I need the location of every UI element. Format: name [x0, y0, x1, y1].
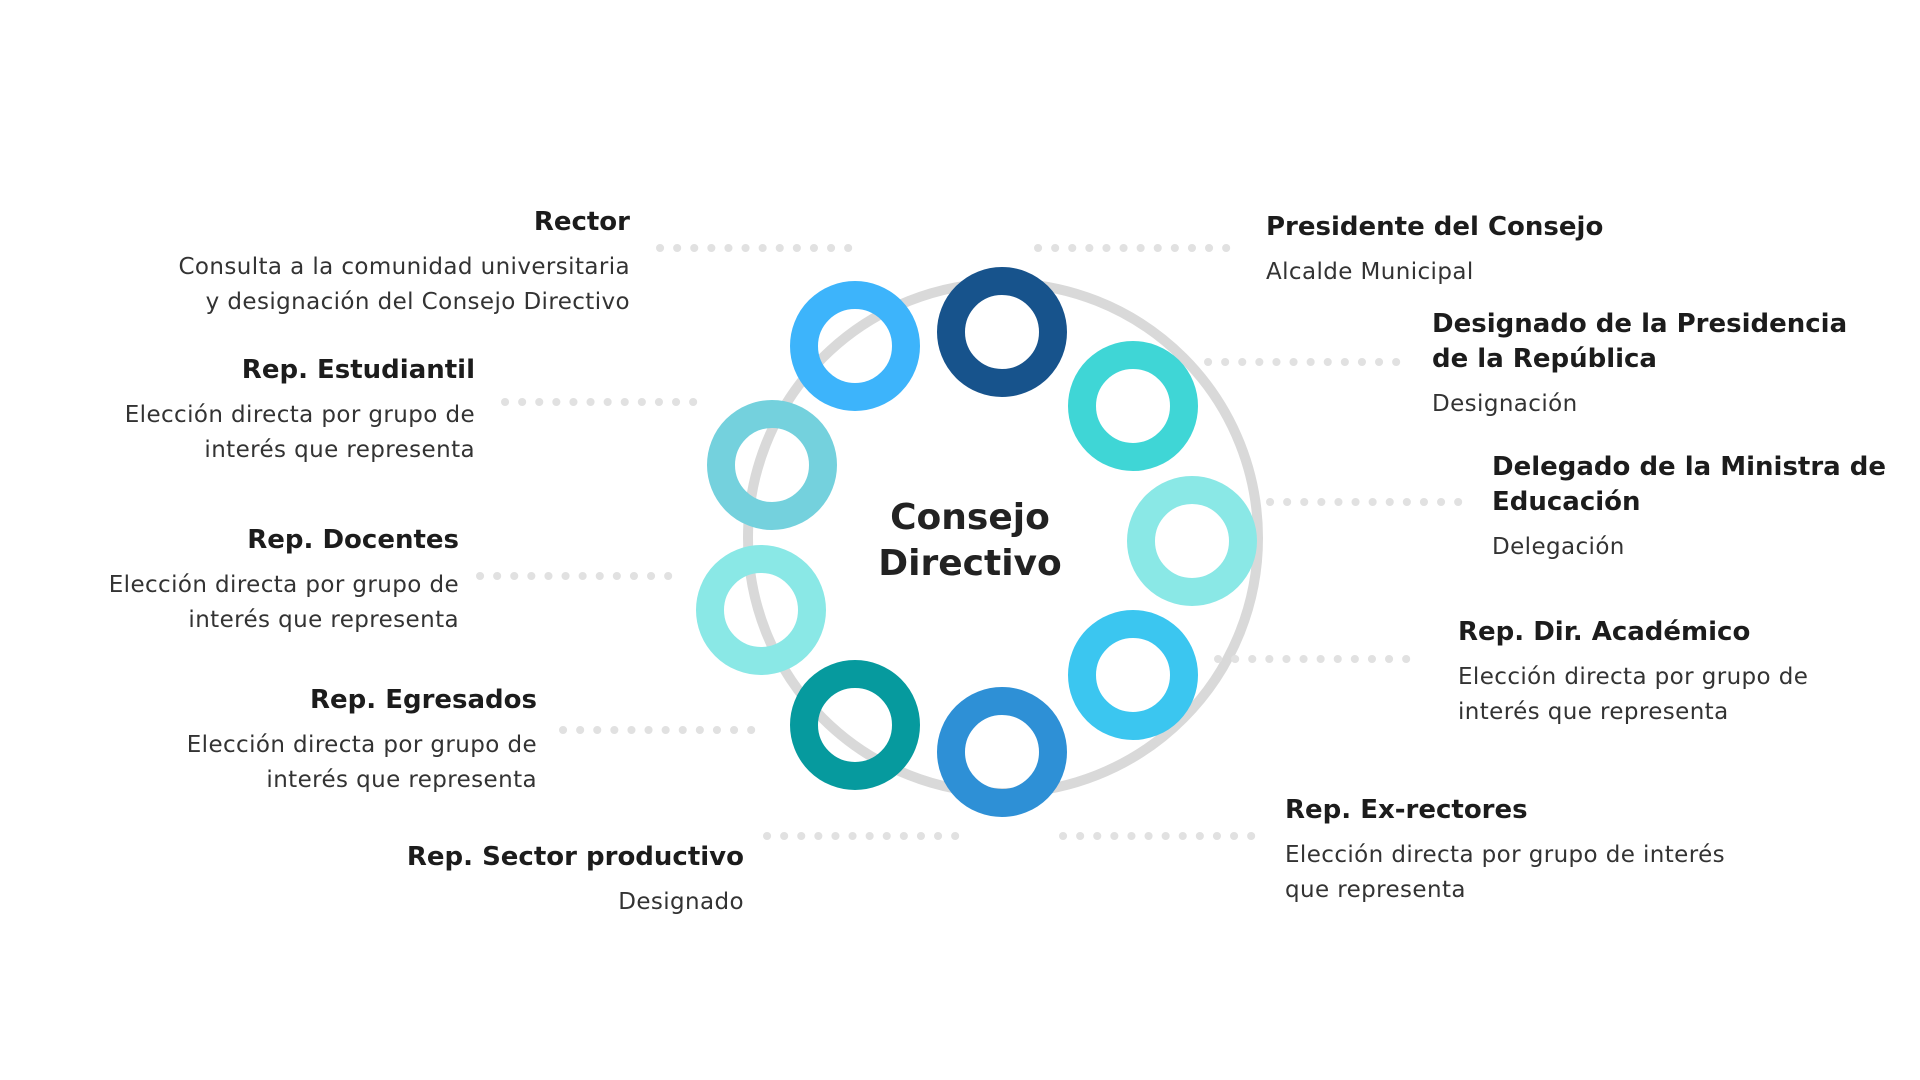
member-rep-egresados: Rep. Egresados Elección directa por grup… — [0, 683, 537, 798]
member-desc-line2: interés que representa — [266, 767, 537, 793]
ring-docentes — [696, 545, 826, 675]
member-title: Rep. Docentes — [247, 525, 459, 555]
member-desc-line1: Elección directa por grupo de — [1458, 664, 1809, 690]
ring-sector — [790, 660, 920, 790]
member-desc-line1: Elección directa por grupo de — [186, 732, 537, 758]
member-designado-presidencia: Designado de la Presidencia de la Repúbl… — [1432, 307, 1920, 422]
ring-estudiantil — [707, 400, 837, 530]
member-desc-line1: Designación — [1432, 391, 1578, 417]
member-desc-line1: Designado — [618, 889, 744, 915]
member-title: Rep. Estudiantil — [241, 355, 475, 385]
member-title: Rector — [533, 207, 630, 237]
member-title-line2: Educación — [1492, 487, 1641, 517]
ring-presidencia — [1068, 341, 1198, 471]
member-desc-line2: y designación del Consejo Directivo — [205, 289, 630, 315]
member-desc-line1: Elección directa por grupo de — [124, 402, 475, 428]
member-rep-sector-productivo: Rep. Sector productivo Designado — [184, 840, 744, 920]
member-desc-line2: interés que representa — [1458, 699, 1729, 725]
member-title: Rep. Dir. Académico — [1458, 617, 1751, 647]
ring-presidente — [937, 267, 1067, 397]
member-title: Presidente del Consejo — [1266, 212, 1604, 242]
member-desc-line1: Elección directa por grupo de interés — [1285, 842, 1726, 868]
center-title: Consejo Directivo — [820, 495, 1120, 587]
member-desc-line1: Consulta a la comunidad universitaria — [178, 254, 630, 280]
member-desc-line2: que representa — [1285, 877, 1466, 903]
ring-ministra — [1127, 476, 1257, 606]
member-title-line1: Designado de la Presidencia — [1432, 309, 1848, 339]
member-rector: Rector Consulta a la comunidad universit… — [70, 205, 630, 320]
center-title-line2: Directivo — [878, 543, 1062, 584]
connectors — [476, 244, 1469, 840]
ring-exrectores — [937, 687, 1067, 817]
member-title: Rep. Egresados — [310, 685, 537, 715]
member-rep-docentes: Rep. Docentes Elección directa por grupo… — [0, 523, 459, 638]
member-rep-estudiantil: Rep. Estudiantil Elección directa por gr… — [0, 353, 475, 468]
member-title-line2: de la República — [1432, 344, 1657, 374]
member-desc-line1: Elección directa por grupo de — [108, 572, 459, 598]
center-title-line1: Consejo — [890, 497, 1050, 538]
ring-academico — [1068, 610, 1198, 740]
member-title: Rep. Sector productivo — [406, 842, 744, 872]
member-desc-line2: interés que representa — [204, 437, 475, 463]
member-title-line1: Delegado de la Ministra de — [1492, 452, 1887, 482]
member-rep-dir-academico: Rep. Dir. Académico Elección directa por… — [1458, 615, 1920, 730]
member-delegado-ministra: Delegado de la Ministra de Educación Del… — [1492, 450, 1920, 565]
rings — [696, 267, 1257, 817]
member-rep-ex-rectores: Rep. Ex-rectores Elección directa por gr… — [1285, 793, 1845, 908]
member-desc-line2: interés que representa — [188, 607, 459, 633]
member-desc-line1: Delegación — [1492, 534, 1625, 560]
member-presidente-del-consejo: Presidente del Consejo Alcalde Municipal — [1266, 210, 1826, 290]
member-desc-line1: Alcalde Municipal — [1266, 259, 1474, 285]
ring-rector — [790, 281, 920, 411]
member-title: Rep. Ex-rectores — [1285, 795, 1528, 825]
